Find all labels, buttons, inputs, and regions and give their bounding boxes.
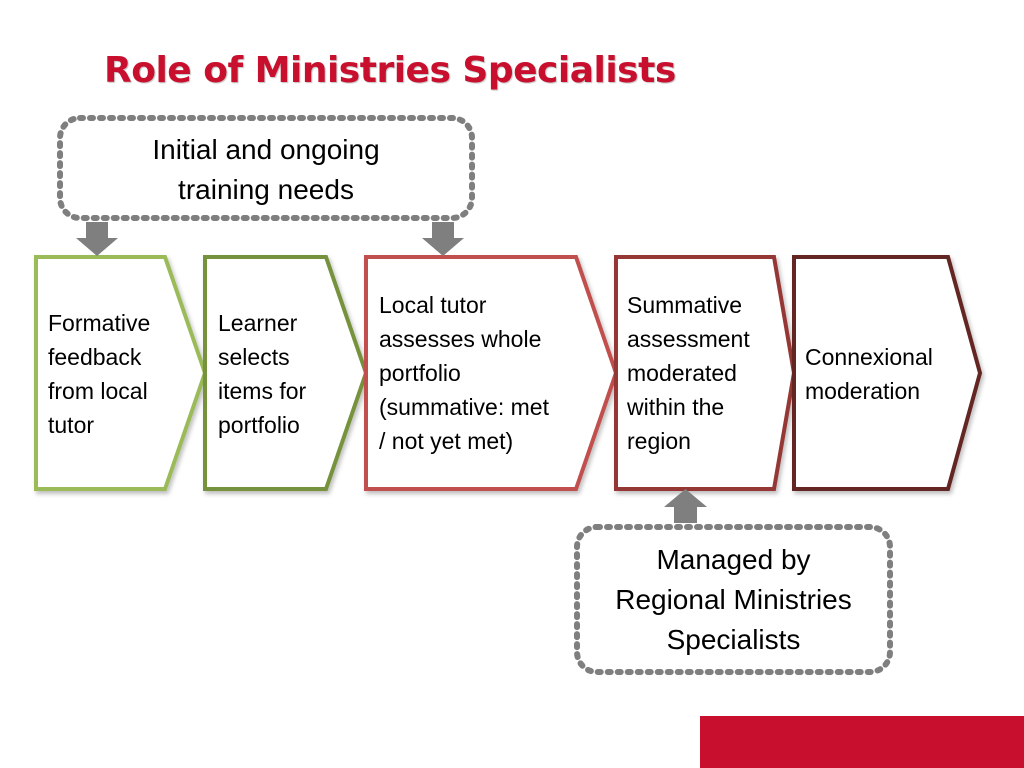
step-line: region bbox=[627, 428, 691, 454]
step-2-chevron bbox=[203, 255, 369, 491]
step-line: assessment bbox=[627, 326, 750, 352]
callout-line: training needs bbox=[178, 174, 354, 205]
callout-line: Managed by bbox=[656, 544, 811, 575]
step-line: (summative: met bbox=[379, 394, 549, 420]
step-line: selects bbox=[218, 344, 290, 370]
step-line: Local tutor bbox=[379, 292, 487, 318]
step-line: tutor bbox=[48, 412, 95, 438]
step-line: moderated bbox=[627, 360, 737, 386]
step-line: Summative bbox=[627, 292, 743, 318]
step-line: Learner bbox=[218, 310, 298, 336]
step-line: assesses whole bbox=[379, 326, 542, 352]
bottom-callout-text: Managed by Regional Ministries Specialis… bbox=[583, 540, 884, 660]
step-line: within the bbox=[627, 394, 725, 420]
callout-line: Initial and ongoing bbox=[152, 134, 380, 165]
top-callout-box bbox=[57, 115, 475, 221]
step-4-chevron bbox=[614, 255, 797, 491]
step-line: Formative bbox=[48, 310, 151, 336]
step-line: portfolio bbox=[218, 412, 300, 438]
step-line: moderation bbox=[805, 378, 921, 404]
step-line: portfolio bbox=[379, 360, 461, 386]
step-1-text: Formative feedback from local tutor bbox=[48, 306, 150, 442]
step-5-text: Connexional moderation bbox=[805, 340, 933, 408]
arrow-down-icon bbox=[76, 222, 118, 256]
step-line: / not yet met) bbox=[379, 428, 514, 454]
step-line: feedback bbox=[48, 344, 142, 370]
callout-line: Specialists bbox=[666, 624, 801, 655]
step-line: Connexional bbox=[805, 344, 933, 370]
corner-accent-bar bbox=[700, 716, 1024, 768]
callout-line: Regional Ministries bbox=[615, 584, 852, 615]
top-callout-text: Initial and ongoing training needs bbox=[66, 130, 466, 210]
step-3-chevron bbox=[364, 255, 619, 491]
bottom-callout-box bbox=[574, 524, 893, 675]
slide-title: Role of Ministries Specialists bbox=[104, 50, 676, 91]
step-5-chevron bbox=[792, 255, 983, 491]
arrow-up-icon bbox=[664, 489, 707, 523]
step-3-text: Local tutor assesses whole portfolio (su… bbox=[379, 288, 549, 458]
arrow-down-icon bbox=[422, 222, 464, 256]
step-2-text: Learner selects items for portfolio bbox=[218, 306, 306, 442]
step-line: items for bbox=[218, 378, 307, 404]
step-line: from local bbox=[48, 378, 148, 404]
step-1-chevron bbox=[34, 255, 208, 491]
step-4-text: Summative assessment moderated within th… bbox=[627, 288, 750, 458]
